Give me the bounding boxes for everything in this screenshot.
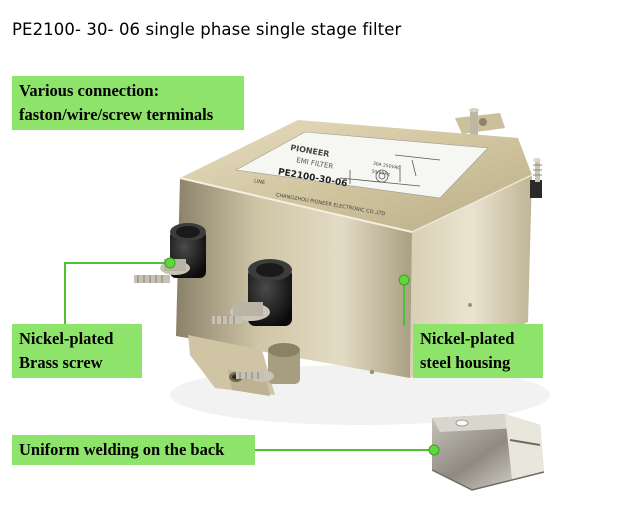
side-terminal-stud	[530, 158, 542, 198]
label-welding-text: Uniform welding on the back	[19, 440, 225, 459]
label-line: LINE	[254, 178, 266, 186]
welding-inset-photo	[431, 414, 545, 491]
back-mounting-flange	[455, 113, 505, 134]
label-welding: Uniform welding on the back	[12, 435, 255, 465]
label-housing-line-1: Nickel-plated	[420, 329, 515, 348]
page-title: PE2100- 30- 06 single phase single stage…	[12, 20, 402, 39]
label-spec-1: 30A 250VAC	[372, 161, 400, 172]
screw-terminal-1	[134, 223, 206, 283]
screw-terminal-3	[236, 343, 300, 384]
label-housing: Nickel-plated steel housing	[413, 324, 543, 378]
side-terminal-top	[469, 108, 479, 138]
housing-front	[176, 178, 412, 378]
label-screw: Nickel-plated Brass screw	[12, 324, 142, 378]
screw-terminal-2	[212, 259, 292, 326]
label-connection-line-1: Various connection:	[19, 81, 160, 100]
label-connection-types: Various connection: faston/wire/screw te…	[12, 76, 244, 130]
label-screw-line-2: Brass screw	[19, 353, 103, 372]
label-screw-line-1: Nickel-plated	[19, 329, 114, 348]
schematic-icon	[339, 154, 441, 187]
callout-connectors	[64, 257, 440, 456]
label-housing-line-2: steel housing	[420, 353, 511, 372]
label-connection-line-2: faston/wire/screw terminals	[19, 105, 214, 124]
